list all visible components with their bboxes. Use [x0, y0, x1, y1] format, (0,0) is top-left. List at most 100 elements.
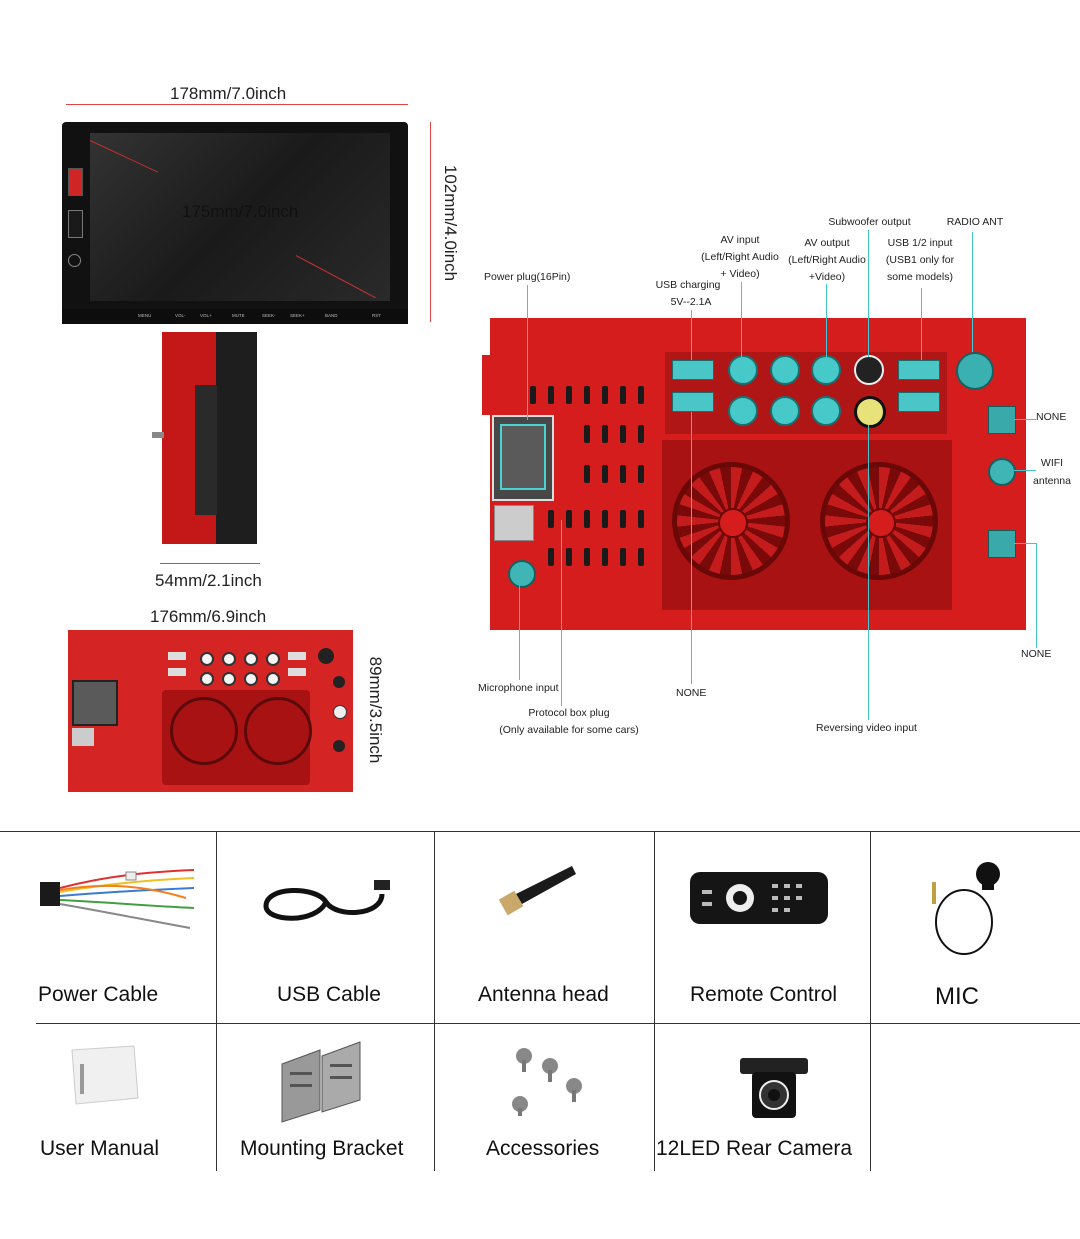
height-dimension-line — [430, 122, 431, 322]
front-button-bar — [62, 309, 408, 324]
back-height-dimension-label: 89mm/3.5inch — [366, 656, 385, 764]
small-protocol-plug — [72, 728, 94, 746]
small-gps-port — [333, 676, 345, 688]
small-dab-port — [333, 740, 345, 752]
back-panel-tab — [482, 355, 494, 415]
none-label-1: NONE — [1036, 411, 1067, 423]
front-usb-port-red — [68, 168, 83, 196]
small-usb-port — [168, 668, 186, 676]
mic-icon — [932, 862, 1000, 955]
callout-line-protocol — [561, 520, 562, 706]
callout-line-radio-ant — [972, 232, 973, 352]
power-cable-icon — [40, 869, 195, 929]
accessory-label-usb-cable: USB Cable — [277, 983, 381, 1006]
usb-charging-label-line2: 5V--2.1A — [670, 296, 712, 308]
reset-button[interactable]: RST — [372, 313, 381, 318]
seek-up-button[interactable]: SEEK+ — [290, 313, 305, 318]
wifi-label-line2: antenna — [1033, 475, 1071, 487]
callout-line-none-1 — [1014, 419, 1036, 420]
usb-charging-port — [672, 392, 714, 412]
av-output-port — [811, 396, 841, 426]
callout-line-wifi — [1014, 470, 1036, 471]
user-manual-icon — [71, 1045, 139, 1105]
side-bracket — [195, 385, 217, 515]
small-power-plug — [72, 680, 118, 726]
av-input-label-line2: (Left/Right Audio — [701, 251, 779, 263]
callout-line-none-3 — [691, 412, 692, 684]
band-button[interactable]: BAND — [325, 313, 338, 318]
small-rca-port — [266, 652, 280, 666]
av-input-port — [770, 355, 800, 385]
usb-input-label-line2: (USB1 only for — [885, 254, 955, 266]
callout-line-av-input — [741, 282, 742, 357]
height-dimension-label: 102mm/4.0inch — [441, 164, 460, 282]
usb-input-label-line1: USB 1/2 input — [887, 237, 953, 249]
reversing-video-input-port — [854, 396, 886, 428]
av-output-port — [770, 396, 800, 426]
accessory-label-mounting-bracket: Mounting Bracket — [240, 1137, 404, 1160]
grid-top-border — [0, 831, 1080, 832]
mounting-bracket-icon — [281, 1041, 361, 1123]
head-unit-side-black — [216, 332, 257, 544]
small-usb-port — [168, 652, 186, 660]
callout-line-usb-charging — [691, 310, 692, 360]
small-radio-ant — [318, 648, 334, 664]
small-rca-port — [222, 652, 236, 666]
vol-down-button[interactable]: VOL- — [175, 313, 186, 318]
grid-middle-border — [36, 1023, 1080, 1024]
small-rca-port — [200, 652, 214, 666]
screen-dimension-label: 175mm/7.0inch — [182, 202, 299, 221]
subwoofer-label: Subwoofer output — [828, 216, 911, 228]
callout-line-none-2-v — [1036, 543, 1037, 648]
small-usb-port — [288, 652, 306, 660]
front-usb-port — [68, 210, 83, 238]
remote-control-icon — [690, 872, 828, 924]
subwoofer-output-port — [854, 355, 884, 385]
width-dimension-label: 178mm/7.0inch — [170, 84, 287, 103]
accessory-label-rear-camera: 12LED Rear Camera — [656, 1137, 853, 1160]
callout-line-usb-input — [921, 288, 922, 360]
av-input-port — [728, 355, 758, 385]
small-rca-port — [200, 672, 214, 686]
seek-down-button[interactable]: SEEK- — [262, 313, 276, 318]
menu-button[interactable]: MENU — [138, 313, 152, 318]
small-rca-port — [266, 672, 280, 686]
mute-button[interactable]: MUTE — [232, 313, 245, 318]
microphone-label: Microphone input — [478, 682, 559, 694]
small-rca-port — [244, 652, 258, 666]
small-rca-port — [222, 672, 236, 686]
grid-divider — [434, 831, 435, 1171]
fan-hub-left — [718, 508, 748, 538]
small-rca-port — [244, 672, 258, 686]
radio-ant-port — [956, 352, 994, 390]
radio-ant-label: RADIO ANT — [946, 216, 1004, 228]
av-output-label-line3: +Video) — [808, 271, 846, 283]
microphone-input-port — [508, 560, 536, 588]
usb-input-port-2 — [898, 392, 940, 412]
wifi-antenna-port — [988, 458, 1016, 486]
small-usb-port — [288, 668, 306, 676]
usb-charging-port — [672, 360, 714, 380]
protocol-box-plug — [494, 505, 534, 541]
protocol-label-line2: (Only available for some cars) — [499, 724, 639, 736]
vol-up-button[interactable]: VOL+ — [200, 313, 212, 318]
none-label-3: NONE — [676, 687, 707, 699]
callout-line-subwoofer — [868, 230, 869, 357]
av-output-label-line1: AV output — [804, 237, 850, 249]
small-wifi-port — [333, 705, 347, 719]
cooling-fan-right — [820, 462, 938, 580]
av-output-port — [811, 355, 841, 385]
av-input-label-line1: AV input — [720, 234, 760, 246]
antenna-head-icon — [498, 866, 576, 916]
screws-icon — [512, 1048, 582, 1116]
small-fan-left — [170, 697, 238, 765]
accessory-label-mic: MIC — [935, 983, 979, 1010]
accessory-label-user-manual: User Manual — [40, 1137, 160, 1160]
head-unit-screen — [90, 133, 390, 301]
protocol-label-line1: Protocol box plug — [528, 707, 610, 719]
callout-line-microphone — [519, 585, 520, 680]
grid-divider — [870, 831, 871, 1171]
accessory-label-power-cable: Power Cable — [38, 983, 159, 1006]
callout-line-av-output — [826, 284, 827, 357]
accessory-label-remote-control: Remote Control — [690, 983, 838, 1006]
